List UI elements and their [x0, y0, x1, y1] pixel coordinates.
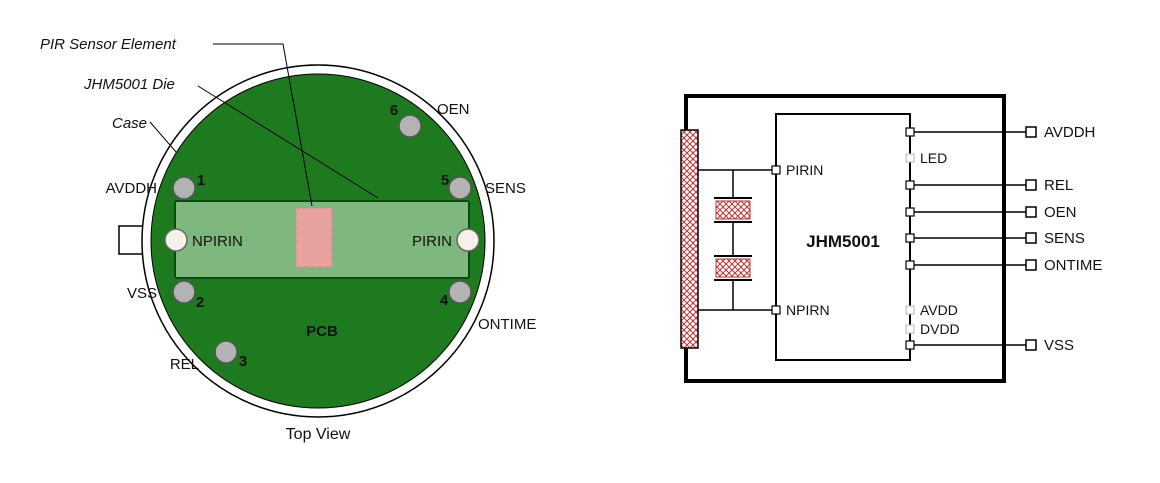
top-view-caption: Top View — [286, 426, 351, 443]
pad-pirin — [456, 228, 480, 252]
pad-3-rel — [214, 340, 238, 364]
pin-label-rel: REL — [170, 356, 199, 373]
pad-number-1: 1 — [197, 172, 205, 189]
terminal-label-ontime: ONTIME — [1044, 257, 1102, 274]
chip-pin-avdd — [905, 305, 915, 315]
pad-number-5: 5 — [441, 172, 449, 189]
terminal-label-rel: REL — [1044, 177, 1073, 194]
chip-pin-dvdd — [905, 324, 915, 334]
pir-window — [680, 129, 699, 349]
pin-label-avddh: AVDDH — [106, 180, 157, 197]
terminal-sens — [1025, 232, 1037, 244]
pad-number-6: 6 — [390, 102, 398, 119]
chip-pin-ontime — [905, 260, 915, 270]
pin-label-vss: VSS — [127, 285, 157, 302]
callout-die-label: JHM5001 Die — [83, 76, 175, 93]
pin-label-oen: OEN — [437, 101, 470, 118]
terminal-label-oen: OEN — [1044, 204, 1077, 221]
terminal-oen — [1025, 206, 1037, 218]
pad-4-ontime — [448, 280, 472, 304]
chip-pin-led — [905, 153, 915, 163]
chip-pin-label-pirin: PIRIN — [786, 162, 823, 178]
chip-pin-pirin — [771, 165, 781, 175]
pad-number-3: 3 — [239, 353, 247, 370]
terminal-label-avddh: AVDDH — [1044, 124, 1095, 141]
sensing-element-2 — [715, 258, 751, 278]
terminal-label-vss: VSS — [1044, 337, 1074, 354]
chip-pin-label-dvdd: DVDD — [920, 321, 960, 337]
chip-pin-rel — [905, 180, 915, 190]
block-diagram: JHM5001 PIRIN NPIRN LED AVDD DVDD — [680, 94, 1102, 383]
pin-label-npirin: NPIRIN — [192, 233, 243, 250]
terminal-label-sens: SENS — [1044, 230, 1085, 247]
chip-pin-sens — [905, 233, 915, 243]
chip-pin-npirn — [771, 305, 781, 315]
terminal-avddh — [1025, 126, 1037, 138]
pad-npirin — [164, 228, 188, 252]
chip-pin-oen — [905, 207, 915, 217]
terminal-ontime — [1025, 259, 1037, 271]
pin-label-ontime: ONTIME — [478, 316, 536, 333]
chip-pin-vss — [905, 340, 915, 350]
terminal-rel — [1025, 179, 1037, 191]
pad-1-avddh — [172, 176, 196, 200]
sensing-element-1 — [715, 200, 751, 220]
top-view-diagram: PIR Sensor Element JHM5001 Die Case AVDD… — [40, 36, 536, 443]
terminal-vss — [1025, 339, 1037, 351]
pad-6-oen — [398, 114, 422, 138]
pad-number-2: 2 — [196, 294, 204, 311]
chip-pin-label-npirn: NPIRN — [786, 302, 830, 318]
pad-number-4: 4 — [440, 292, 449, 309]
chip-pin-avddh — [905, 127, 915, 137]
pir-sensor-element-region — [295, 207, 333, 268]
pcb-label: PCB — [306, 323, 338, 340]
callout-line-pir-element — [213, 43, 313, 207]
pad-2-vss — [172, 280, 196, 304]
callout-line-case — [149, 121, 177, 153]
pin-label-sens: SENS — [485, 180, 526, 197]
chip-pin-label-led: LED — [920, 150, 947, 166]
callout-case-label: Case — [112, 115, 147, 132]
pad-5-sens — [448, 176, 472, 200]
callout-line-die — [197, 85, 379, 199]
chip-label: JHM5001 — [806, 232, 880, 251]
pin-label-pirin: PIRIN — [412, 233, 452, 250]
callout-pir-label: PIR Sensor Element — [40, 36, 177, 53]
jhm5001-chip — [775, 113, 911, 361]
chip-pin-label-avdd: AVDD — [920, 302, 958, 318]
